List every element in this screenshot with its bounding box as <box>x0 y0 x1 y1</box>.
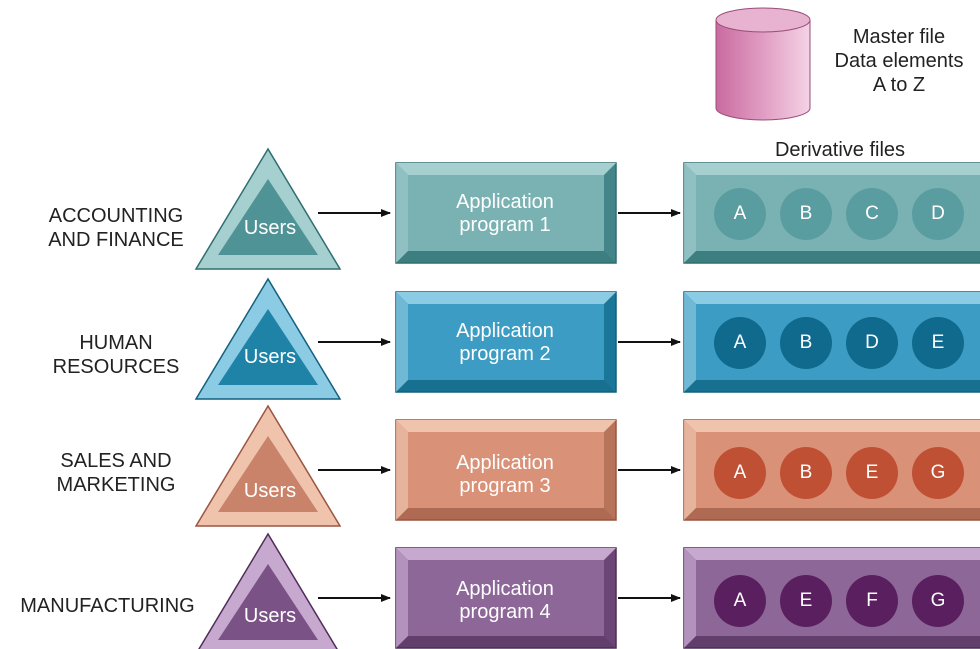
users-triangle-inner <box>218 436 318 512</box>
data-element-circle: B <box>780 188 832 240</box>
data-element-circle: E <box>846 447 898 499</box>
data-element-circle: F <box>846 575 898 627</box>
application-program-label: Application program 1 <box>456 191 554 236</box>
data-element-circle: A <box>714 447 766 499</box>
master-file-label: Master file Data elements A to Z <box>834 26 964 96</box>
data-element-circle: E <box>780 575 832 627</box>
data-element-circle: A <box>714 317 766 369</box>
master-file-cylinder <box>715 7 811 121</box>
data-element-circle: A <box>714 188 766 240</box>
data-element-circle: G <box>912 447 964 499</box>
department-label-manufacturing: MANUFACTURING <box>20 595 195 617</box>
application-program-label: Application program 2 <box>456 320 554 365</box>
users-label: Users <box>243 480 297 502</box>
data-element-circle: C <box>846 188 898 240</box>
data-element-circle: B <box>780 447 832 499</box>
users-triangle-inner <box>218 564 318 640</box>
users-label: Users <box>243 346 297 368</box>
users-label: Users <box>243 605 297 627</box>
data-element-circle: D <box>912 188 964 240</box>
data-element-circle: B <box>780 317 832 369</box>
data-element-circle: E <box>912 317 964 369</box>
department-label-sales: SALES AND MARKETING <box>56 450 176 496</box>
users-triangle-inner <box>218 309 318 385</box>
data-element-circle: G <box>912 575 964 627</box>
department-label-human-resources: HUMAN RESOURCES <box>52 332 180 378</box>
users-triangle-inner <box>218 179 318 255</box>
department-label-accounting: ACCOUNTING AND FINANCE <box>48 205 184 251</box>
derivative-files-label: Derivative files <box>774 139 906 161</box>
application-program-label: Application program 4 <box>456 578 554 623</box>
data-element-circle: D <box>846 317 898 369</box>
application-program-label: Application program 3 <box>456 452 554 497</box>
data-element-circle: A <box>714 575 766 627</box>
users-label: Users <box>243 217 297 239</box>
